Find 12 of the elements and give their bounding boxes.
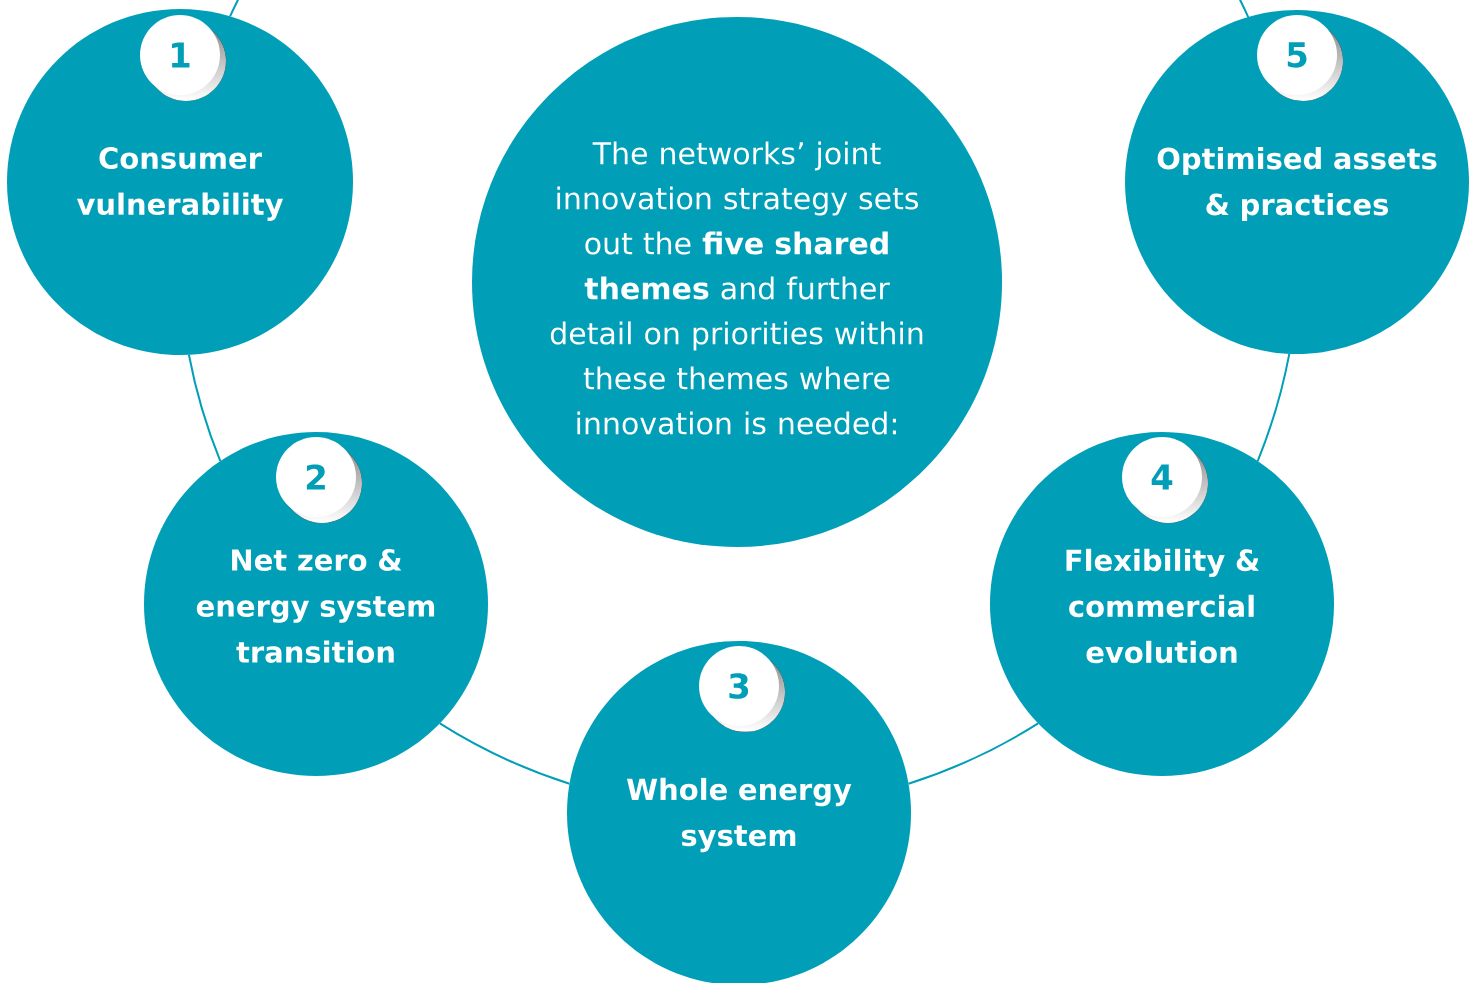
ring-connector (1236, 0, 1250, 19)
theme-label: Flexibility & commercial evolution (1066, 548, 1259, 664)
ring-connector (187, 353, 222, 463)
ring-connector (1256, 352, 1291, 463)
theme-label: Net zero & energy system transition (196, 549, 435, 663)
ring-connector (229, 0, 242, 18)
ring-connector (438, 722, 571, 785)
intro-text: The networks’ joint innovation strategy sets out the five shared themes and further detail on priorities within these themes where innovation is needed: (550, 141, 923, 435)
theme-label: Optimised assets & practices (1157, 146, 1437, 222)
theme-label: Whole energy system (627, 777, 852, 853)
ring-connector (907, 722, 1040, 785)
theme-label: Consumer vulnerability (76, 147, 284, 221)
